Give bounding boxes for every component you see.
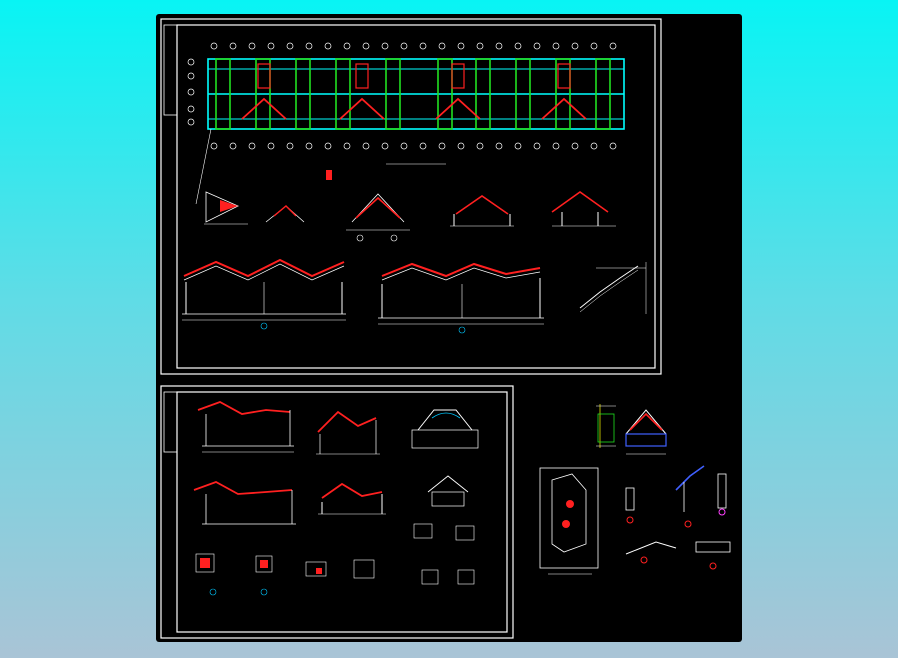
axis-bubble-top: [286, 42, 294, 50]
axis-bubble-top: [229, 42, 237, 50]
chimney-detail: [539, 467, 599, 575]
roof-plan-walls: [215, 58, 611, 130]
leader-line: [195, 128, 212, 205]
axis-bubble-bottom: [248, 142, 256, 150]
roof-plan-gables: [241, 63, 587, 120]
axis-bubble-top: [495, 42, 503, 50]
axis-bubble-bottom: [476, 142, 484, 150]
axis-bubbles: [210, 42, 617, 150]
stair-detail: [579, 262, 647, 314]
axis-bubble-top: [476, 42, 484, 50]
gable-roof-line: [435, 97, 481, 120]
axis-bubble-bottom: [286, 142, 294, 150]
sheet-2-section-b: [316, 410, 380, 455]
wall-block: [215, 58, 231, 130]
gable-detail: [596, 404, 667, 455]
sheet-2-section-f: [427, 475, 469, 507]
detail-c: [346, 193, 410, 242]
axis-bubble-top: [552, 42, 560, 50]
wall-block: [255, 58, 271, 130]
axis-bubble-bottom: [533, 142, 541, 150]
axis-bubble-top: [381, 42, 389, 50]
axis-bubble-bottom: [210, 142, 218, 150]
wall-block: [595, 58, 611, 130]
axis-bubble-top: [419, 42, 427, 50]
axis-bubble-top: [457, 42, 465, 50]
axis-bubble-bottom: [457, 142, 465, 150]
axis-bubble-bottom: [609, 142, 617, 150]
axis-bubble-bottom: [229, 142, 237, 150]
sheet-2-section-e: [318, 482, 386, 515]
axis-bubble-top: [571, 42, 579, 50]
column-mark: [326, 170, 332, 180]
wall-block: [295, 58, 311, 130]
axis-bubble-top: [267, 42, 275, 50]
axis-bubble-bottom: [438, 142, 446, 150]
gable-roof-line: [339, 97, 385, 120]
section-1-1: [182, 258, 346, 330]
axis-bubbles-left: [187, 58, 195, 126]
chimney-outline: [557, 63, 571, 89]
section-2-2: [378, 262, 544, 334]
axis-bubble-bottom: [495, 142, 503, 150]
axis-bubble-bottom: [419, 142, 427, 150]
axis-bubble-bottom: [381, 142, 389, 150]
axis-bubble-top: [343, 42, 351, 50]
axis-bubble-top: [324, 42, 332, 50]
chimney-outline: [257, 63, 271, 89]
axis-bubble-bottom: [552, 142, 560, 150]
sheet-2-section-d: [193, 481, 296, 525]
eave-details: [625, 465, 731, 570]
detail-e: [551, 191, 616, 227]
sheet-2-section-a: [197, 401, 294, 453]
wall-block: [335, 58, 351, 130]
axis-bubble-top: [438, 42, 446, 50]
roof-plan: [187, 42, 625, 205]
axis-bubble-bottom: [571, 142, 579, 150]
wall-block: [475, 58, 491, 130]
cad-drawing: [160, 18, 731, 639]
wall-block: [385, 58, 401, 130]
axis-bubble-bottom: [267, 142, 275, 150]
axis-bubble-bottom: [324, 142, 332, 150]
sheet-1-title-strip: [163, 24, 178, 116]
sheet-2-inner-frame: [176, 391, 508, 633]
sheet-2-section-c: [411, 409, 479, 449]
loose-details: [539, 404, 731, 575]
detail-a: [204, 191, 248, 225]
wall-block: [437, 58, 453, 130]
gable-roof-line: [241, 97, 287, 120]
axis-bubble-top: [400, 42, 408, 50]
sheet-1: [160, 18, 662, 375]
axis-bubble-bottom: [590, 142, 598, 150]
chimney-outline: [355, 63, 369, 89]
detail-d: [450, 195, 514, 227]
chimney-outline: [451, 63, 465, 89]
axis-bubble-bottom: [514, 142, 522, 150]
axis-bubble-top: [362, 42, 370, 50]
wall-block: [515, 58, 531, 130]
axis-bubble-bottom: [400, 142, 408, 150]
axis-bubble-top: [533, 42, 541, 50]
gable-roof-line: [541, 97, 587, 120]
axis-bubble-top: [210, 42, 218, 50]
axis-bubble-top: [248, 42, 256, 50]
axis-bubble-top: [305, 42, 313, 50]
sheet-2: [160, 385, 514, 639]
axis-bubble-bottom: [362, 142, 370, 150]
cad-drawing-viewport[interactable]: [156, 14, 742, 642]
detail-b: [265, 205, 305, 223]
sheet-2-node-details: [195, 523, 475, 596]
axis-bubble-bottom: [305, 142, 313, 150]
wall-block: [555, 58, 571, 130]
sheet-2-outer-frame: [160, 385, 514, 639]
axis-bubble-top: [590, 42, 598, 50]
sheet-2-title-strip: [163, 391, 178, 453]
detail-row-1: [204, 170, 616, 242]
sheet-1-outer-frame: [160, 18, 662, 375]
axis-bubble-top: [514, 42, 522, 50]
axis-bubble-top: [609, 42, 617, 50]
sheet-1-inner-frame: [176, 24, 656, 369]
axis-bubble-bottom: [343, 142, 351, 150]
